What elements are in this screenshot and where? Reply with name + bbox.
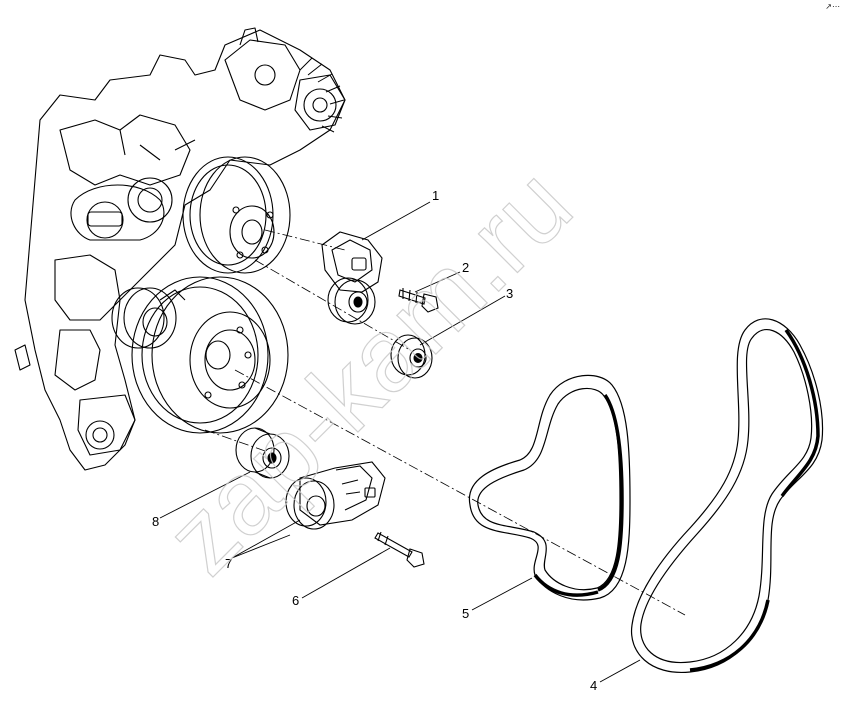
- leader-lines: [159, 201, 641, 683]
- callout-1: 1: [432, 188, 439, 203]
- corner-mark: ↗⋯: [825, 2, 840, 11]
- callout-8: 8: [152, 514, 159, 529]
- lower-pulley: [131, 276, 289, 434]
- callout-3: 3: [506, 286, 513, 301]
- callout-2: 2: [462, 260, 469, 275]
- idler-pulley: [390, 334, 433, 379]
- callout-4: 4: [590, 678, 597, 693]
- lower-idler: [235, 427, 290, 479]
- upper-bolt: [398, 288, 439, 313]
- engine-block: [14, 27, 346, 471]
- callout-7: 7: [225, 556, 232, 571]
- belt-large: [630, 318, 824, 674]
- lower-tensioner: [285, 461, 386, 530]
- belt-small: [468, 374, 631, 601]
- lower-bolt: [374, 531, 425, 568]
- upper-pulley: [182, 156, 291, 274]
- callout-5: 5: [462, 606, 469, 621]
- alternator: [299, 57, 345, 133]
- callout-6: 6: [292, 593, 299, 608]
- alignment-lines: [204, 229, 686, 616]
- side-pulley: [111, 287, 177, 349]
- upper-tensioner: [321, 231, 383, 325]
